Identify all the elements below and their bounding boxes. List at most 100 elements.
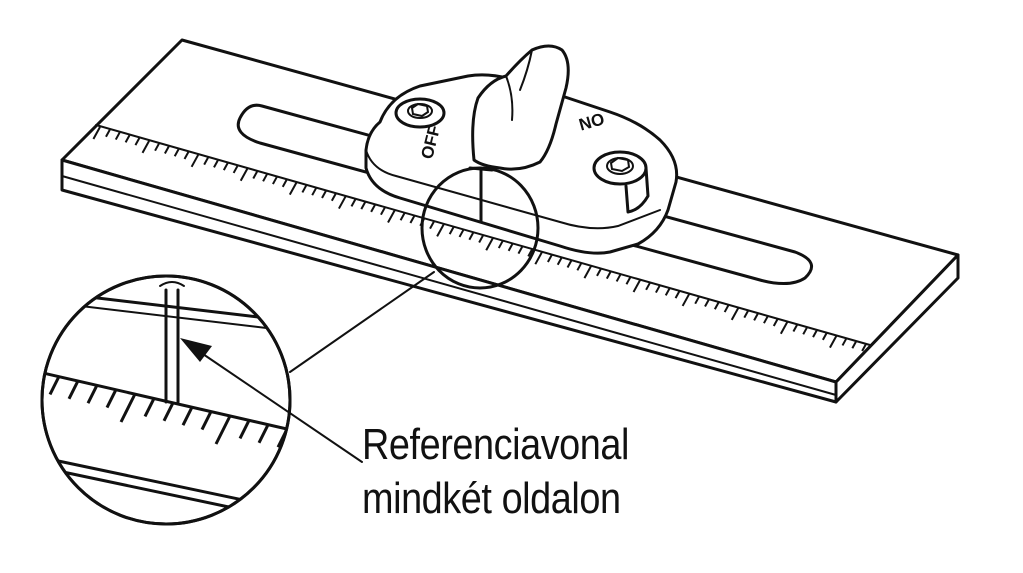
magnifier-target-circle: [420, 166, 540, 290]
scale-tick: [674, 290, 681, 299]
scale-tick: [802, 326, 808, 335]
scale-tick: [436, 223, 445, 237]
scale-tick: [232, 165, 239, 174]
scale-tick: [507, 243, 514, 252]
scale-tick: [124, 134, 131, 143]
scale-tick: [772, 318, 779, 327]
scale-tick: [556, 257, 563, 266]
zoom-tick: [257, 424, 270, 444]
scale-tick: [92, 126, 101, 140]
scale-tick: [841, 337, 848, 346]
scale-tick: [851, 340, 858, 349]
scale-tick: [190, 154, 200, 168]
scale-tick: [534, 251, 543, 265]
right-screw-icon: [592, 150, 650, 214]
scale-tick: [655, 285, 661, 294]
zoom-tick: [48, 375, 61, 396]
scale-tick: [861, 343, 867, 352]
zoom-tick: [86, 384, 99, 404]
caption-line-2: mindkét oldalon: [362, 474, 621, 523]
scale-tick: [311, 187, 317, 196]
scale-tick: [429, 221, 435, 230]
scale-tick: [114, 132, 121, 141]
scale-tick: [448, 226, 455, 235]
scale-tick: [183, 151, 190, 160]
scale-tick: [360, 201, 367, 210]
zoom-tick: [119, 393, 137, 423]
scale-tick: [105, 129, 111, 138]
scale-tick: [664, 287, 671, 296]
scale-tick: [154, 143, 160, 152]
scale-tick: [497, 240, 504, 249]
scale-tick: [527, 248, 533, 257]
scale-tick: [723, 304, 730, 313]
scale-tick: [596, 268, 602, 277]
scale-tick: [576, 262, 583, 271]
scale-tick: [288, 182, 298, 196]
scale-tick: [829, 335, 838, 349]
zoom-tick: [67, 380, 80, 400]
scale-tick: [380, 207, 386, 216]
scale-tick: [239, 168, 249, 182]
reference-line-arrow: [180, 338, 363, 463]
scale-tick: [252, 171, 259, 179]
zoom-detail-circle: [40, 274, 292, 526]
scale-tick: [458, 229, 465, 238]
scale-tick: [409, 215, 416, 224]
scale-tick: [632, 279, 642, 293]
scale-tick: [645, 282, 651, 291]
scale-tick: [730, 307, 740, 321]
caption-line-1: Referenciavonal: [362, 420, 630, 469]
scale-tick: [262, 173, 268, 182]
magnifier-connector-line: [289, 271, 435, 373]
scale-tick: [625, 276, 632, 285]
scale-tick: [753, 312, 759, 321]
scale-tick: [485, 237, 494, 251]
scale-tick: [301, 184, 308, 193]
scale-tick: [605, 271, 612, 280]
scale-tick: [478, 235, 484, 243]
scale-tick: [387, 209, 396, 223]
zoom-tick: [238, 419, 251, 440]
scale-tick: [134, 137, 141, 146]
scale-tick: [203, 157, 209, 166]
reference-line-caption: Referenciavonal mindkét oldalon: [362, 418, 629, 526]
scale-tick: [713, 301, 720, 310]
scale-tick: [821, 332, 828, 341]
scale-tick: [792, 324, 799, 333]
scale-tick: [222, 162, 229, 171]
scale-tick: [547, 254, 553, 263]
scale-tick: [213, 159, 219, 168]
scale-tick: [370, 204, 376, 213]
scale-tick: [681, 293, 691, 307]
scale-tick: [583, 265, 592, 279]
scale-tick: [566, 260, 573, 269]
scale-tick: [173, 148, 180, 157]
scale-tick: [350, 198, 357, 207]
zoom-tick: [214, 415, 232, 445]
scale-tick: [517, 246, 524, 255]
scale-tick: [164, 145, 170, 154]
scale-tick: [399, 212, 406, 221]
scale-tick: [704, 299, 710, 307]
scale-tick: [743, 310, 750, 319]
left-screw-icon: [394, 97, 446, 129]
scale-tick: [694, 296, 700, 305]
scale-tick: [763, 315, 769, 324]
zoom-tick: [105, 388, 118, 409]
zoom-tick: [200, 410, 213, 431]
zoom-tick: [162, 402, 175, 422]
scale-tick: [812, 329, 818, 338]
scale-tick: [468, 232, 475, 241]
scale-tick: [272, 176, 278, 185]
lever-handle: [471, 44, 570, 171]
ruler-scale-ticks: [92, 126, 867, 352]
scale-tick: [321, 190, 327, 199]
scale-tick: [615, 273, 622, 282]
ruler-slot: [236, 103, 814, 285]
zoom-tick: [181, 406, 194, 426]
scale-tick: [330, 193, 337, 202]
scale-tick: [338, 196, 347, 210]
scale-tick: [779, 321, 789, 335]
